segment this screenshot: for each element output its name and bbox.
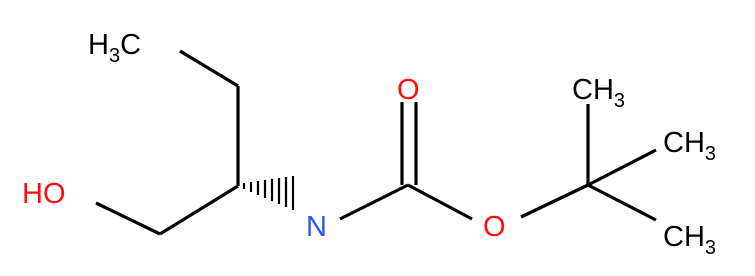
hydroxyl-label: HO xyxy=(22,178,66,210)
tbu-methyl-bottom-label: CH3 xyxy=(663,221,716,259)
ester-oxygen-label: O xyxy=(483,211,506,243)
tbu-methyl-top-label: CH3 xyxy=(572,74,625,112)
bonds xyxy=(95,49,657,236)
bond-oh-ch2 xyxy=(95,201,161,236)
atom-labels: H3C HO N O O CH3 CH3 CH3 xyxy=(22,29,716,259)
bond-carbonyl-ester-o xyxy=(407,183,473,221)
hashed-wedge-bond xyxy=(242,176,295,210)
carbonyl-oxygen-label: O xyxy=(397,74,420,106)
bond-n-carbonyl xyxy=(339,183,409,221)
tbu-methyl-right-label: CH3 xyxy=(663,127,716,165)
bond-ester-o-quaternary xyxy=(520,183,589,219)
bond-quaternary-right xyxy=(587,148,657,187)
bond-quaternary-bottom xyxy=(587,183,657,222)
amine-nitrogen-label: N xyxy=(306,211,327,243)
bond-ch3-ch2 xyxy=(179,49,239,88)
bond-ch2oh-chiral xyxy=(159,184,239,236)
ethyl-methyl-label: H3C xyxy=(88,29,141,67)
